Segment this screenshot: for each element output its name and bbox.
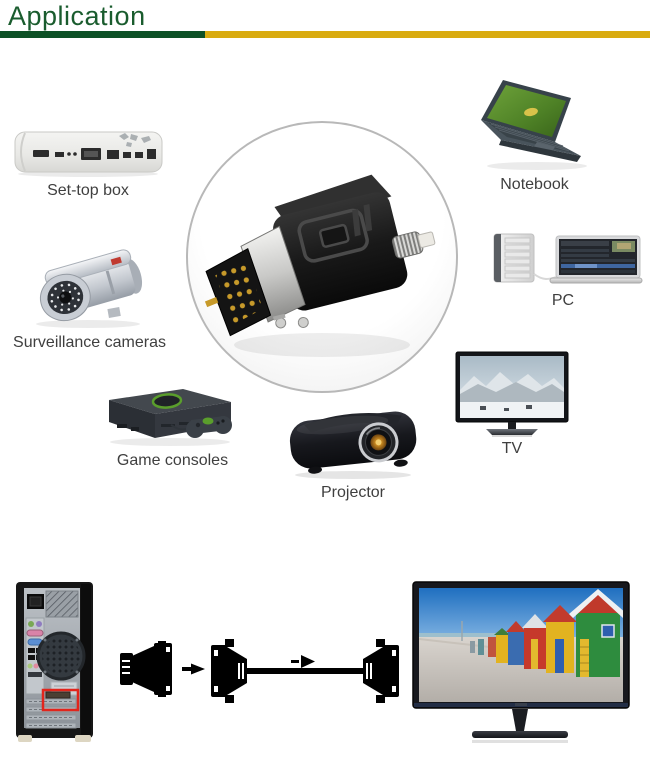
adapter-silhouette-icon (120, 641, 172, 697)
monitor-photo (412, 581, 630, 743)
game-consoles-figure: Game consoles (95, 384, 250, 470)
dvi-to-vga-adapter-photo (204, 174, 436, 357)
set-top-box-photo (14, 131, 162, 177)
notebook-photo (480, 80, 587, 170)
set-top-box-label: Set-top box (47, 182, 129, 199)
notebook-label: Notebook (500, 176, 569, 193)
set-top-box-figure: Set-top box (8, 126, 168, 200)
game-consoles-label: Game consoles (116, 452, 229, 469)
surveillance-camera-photo (36, 249, 143, 328)
tv-photo (455, 351, 569, 437)
projector-figure: Projector (278, 394, 428, 502)
projector-photo (289, 411, 417, 479)
tv-label: TV (501, 440, 523, 457)
game-console-photo (109, 389, 232, 446)
adapter-product-circle (186, 121, 458, 393)
page-title: Application (8, 1, 146, 31)
underline-gold-segment (205, 31, 650, 38)
surveillance-cameras-label: Surveillance cameras (13, 334, 166, 351)
pc-figure: PC (478, 230, 648, 310)
pc-photo (493, 233, 643, 284)
port-highlight-box (41, 688, 80, 712)
cable-direction-arrow-icon (291, 655, 315, 668)
right-arrow-icon (182, 663, 205, 675)
projector-label: Projector (320, 484, 386, 501)
pc-label: PC (551, 292, 575, 309)
vga-cable-diagram (211, 639, 399, 703)
surveillance-cameras-figure: Surveillance cameras (12, 248, 167, 352)
tv-figure: TV (452, 350, 572, 458)
notebook-figure: Notebook (472, 76, 597, 194)
title-underline (0, 31, 650, 38)
underline-green-segment (0, 31, 205, 38)
computer-tower-rear-photo (16, 582, 93, 742)
